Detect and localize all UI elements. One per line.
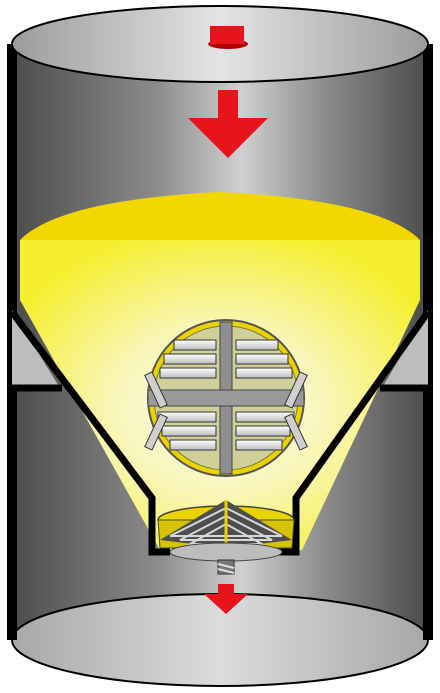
inlet-port [208,26,248,49]
discharge-insert-disc [145,320,307,476]
